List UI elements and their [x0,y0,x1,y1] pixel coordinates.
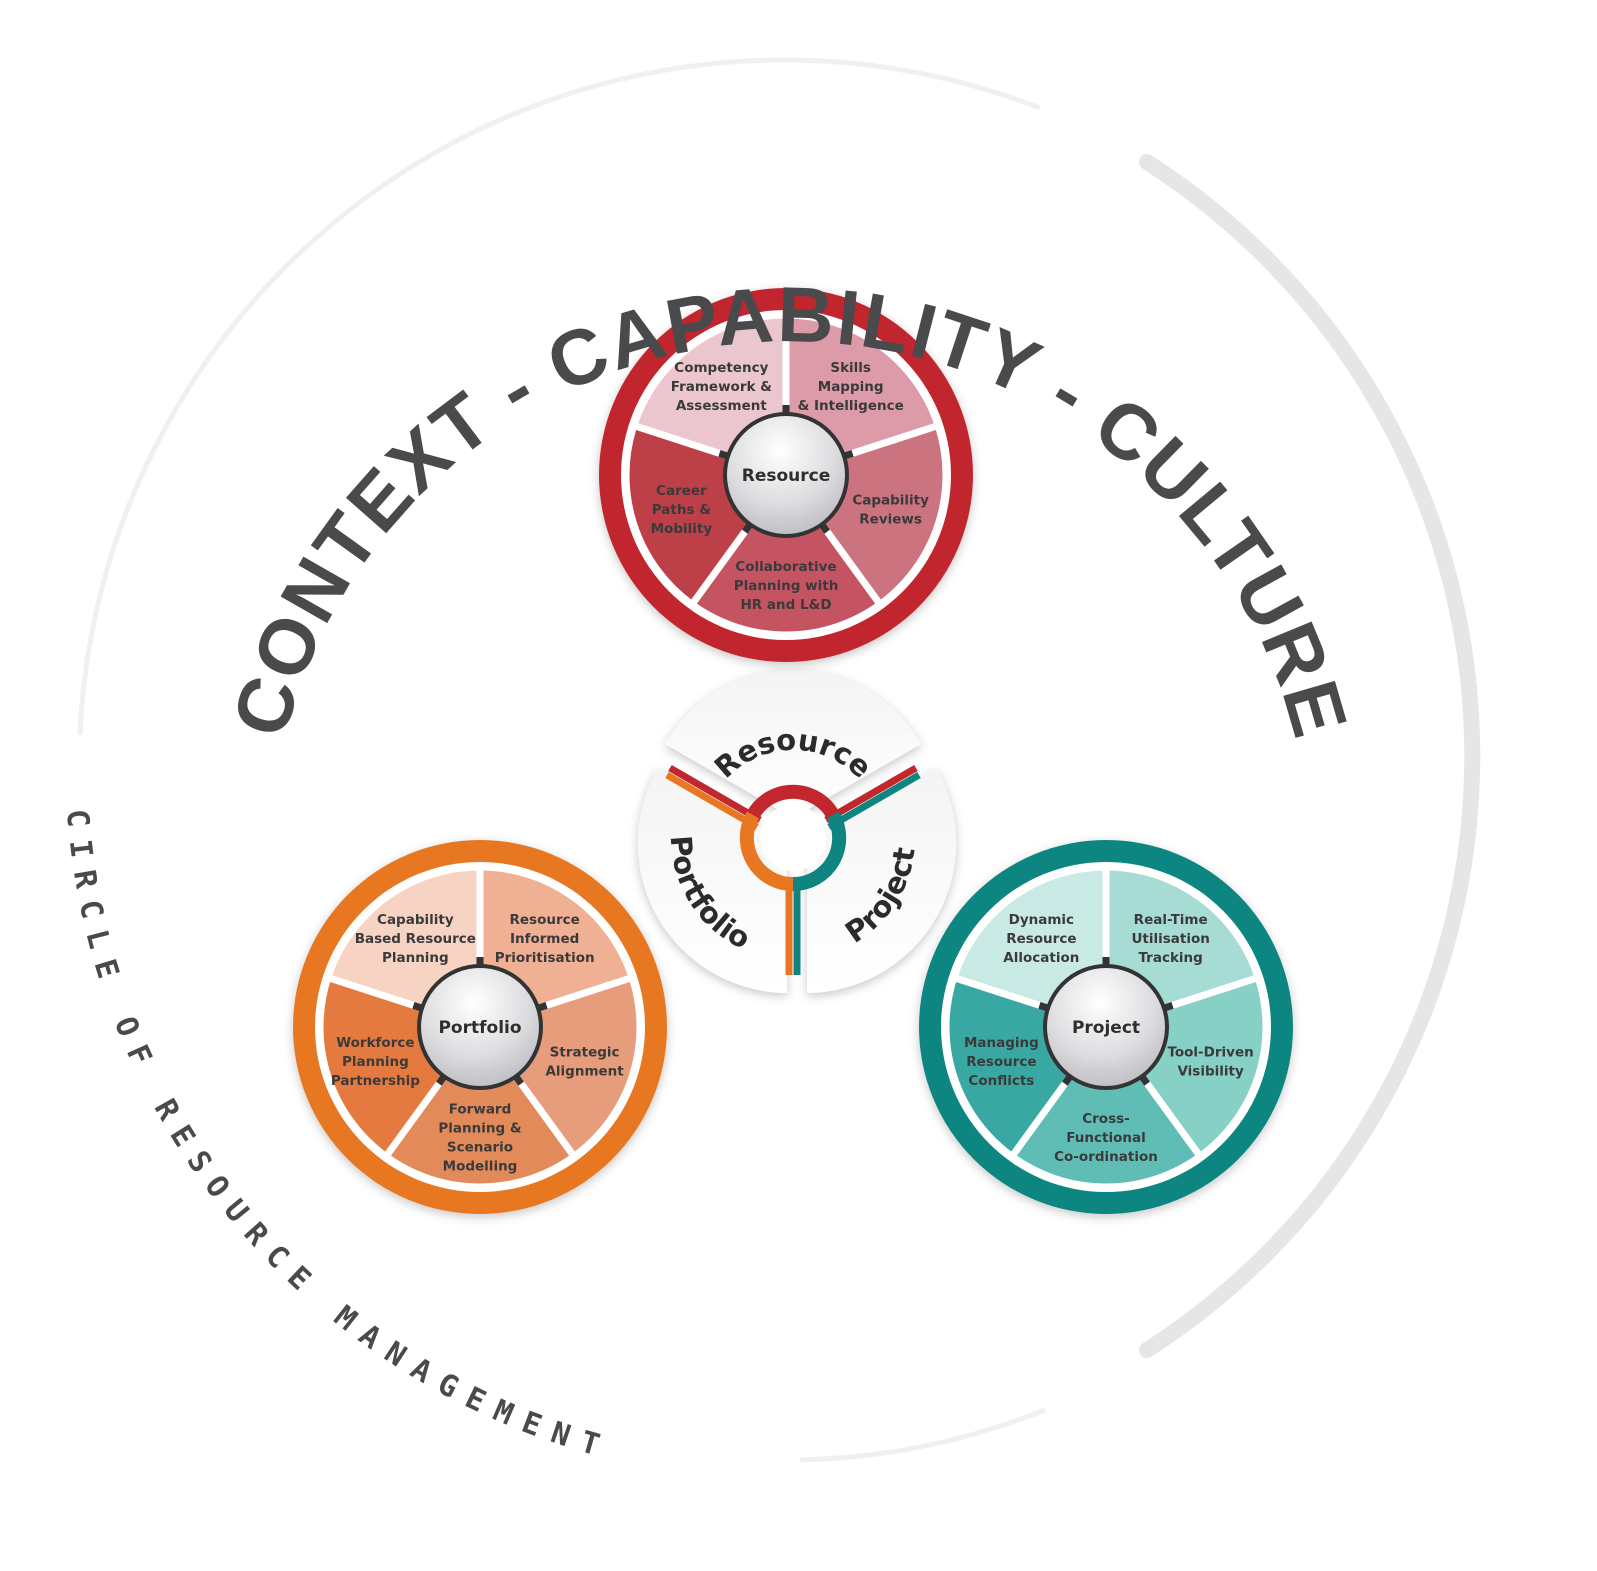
segment-label-line: Planning with [734,578,839,594]
segment-label-line: Resource [510,912,580,928]
segment-label-line: Workforce [336,1035,414,1051]
segment-label-line: Capability [852,492,929,508]
segment-label-line: Framework & [671,379,772,395]
segment-label-line: Conflicts [968,1073,1034,1089]
segment-label-line: Career [656,483,707,499]
segment-label-line: Planning [342,1054,409,1070]
segment-label-line: Resource [966,1054,1036,1070]
segment-label-line: Strategic [550,1044,620,1060]
segment-label-line: Functional [1066,1130,1145,1146]
segment-label-line: Competency [674,360,768,376]
segment-label-line: Cross- [1082,1111,1130,1127]
segment-label-line: Alignment [545,1063,624,1079]
segment-label-line: Mapping [818,379,884,395]
segment-label-line: Visibility [1177,1063,1244,1079]
segment-label-line: Forward [449,1102,512,1118]
wheel-segment[interactable] [688,471,884,639]
wheel-segment[interactable] [1008,1023,1204,1191]
wheel-hub[interactable] [417,964,543,1090]
segment-label-line: Collaborative [735,559,836,575]
segment-label-line: Paths & [652,502,711,518]
segment-label-line: Managing [964,1035,1039,1051]
segment-label-line: Allocation [1003,950,1079,966]
center-hub-connectors [665,764,921,975]
segment-label-line: Real-Time [1134,912,1208,928]
segment-label-line: Assessment [676,398,768,414]
segment-label-line: Tracking [1138,950,1202,966]
segment-label-line: Based Resource [355,931,476,947]
wheel-hub-label: Portfolio [438,1018,521,1038]
segment-label-line: Tool-Driven [1167,1044,1253,1060]
segment-label-line: Scenario [447,1140,513,1156]
segment-label-line: Reviews [859,511,922,527]
segment-label-line: Planning & [438,1121,521,1137]
segment-label-line: Planning [382,950,449,966]
segment-label-line: Partnership [331,1073,420,1089]
badge-sector-resource[interactable] [665,670,921,818]
segment-label-line: Co-ordination [1054,1149,1158,1165]
segment-label-line: & Intelligence [798,398,904,414]
center-badge [637,670,957,993]
segment-label-line: Informed [510,931,579,947]
outer-thin-arc-top [77,57,1041,736]
wheel-hub[interactable] [1043,964,1169,1090]
wheel-segment[interactable] [382,1023,578,1191]
wheel-hub-label: Resource [742,466,831,486]
segment-label-line: Modelling [443,1159,518,1175]
wheel-hub-label: Project [1072,1018,1140,1038]
segment-label-line: Skills [830,360,871,376]
segment-label-line: Mobility [651,521,713,537]
segment-label-line: HR and L&D [740,597,831,613]
outer-thin-arc-bottom [799,1407,1046,1463]
segment-label-line: Dynamic [1009,912,1074,928]
segment-label-line: Prioritisation [495,950,595,966]
wheel-hub[interactable] [723,412,849,538]
segment-label-line: Utilisation [1131,931,1209,947]
segment-label-line: Resource [1006,931,1076,947]
outer-thick-arc-right [1139,154,1481,1358]
segment-label-line: Capability [377,912,454,928]
